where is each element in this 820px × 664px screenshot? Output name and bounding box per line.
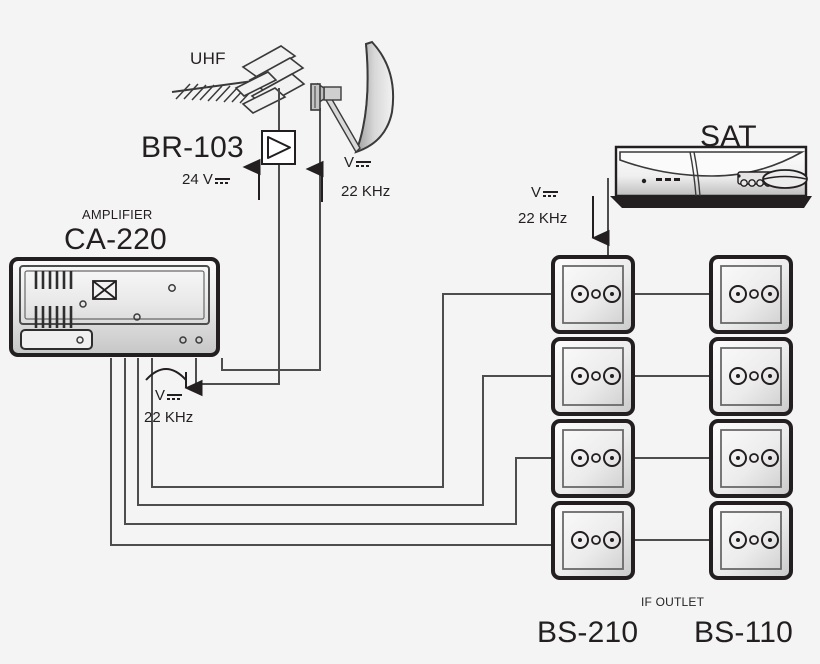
power-led (641, 178, 647, 184)
label-24v: 24 V (182, 172, 230, 187)
label-br-103: BR-103 (141, 131, 244, 164)
sat-receiver (610, 145, 812, 208)
heatsink-fins-bottom (34, 306, 73, 328)
label-bs-110: BS-110 (694, 616, 794, 649)
arc-amplifier-output (145, 368, 187, 381)
label-lnb-freq: 22 KHz (341, 183, 391, 200)
label-amp-out-freq: 22 KHz (144, 409, 194, 426)
cable-lnb-to-amplifier (221, 108, 321, 371)
outlet-bs110-row4[interactable] (709, 501, 793, 580)
offset-parabolic-dish (310, 40, 395, 154)
cable-trunk-row4 (110, 358, 552, 546)
display-oval (762, 169, 808, 189)
outlet-bs210-row3[interactable] (551, 419, 635, 498)
signal-arrows (145, 158, 610, 397)
cable-br103-to-amplifier (195, 165, 280, 385)
dc-symbol-icon (356, 160, 372, 167)
label-sat-volt-text: V (531, 184, 542, 201)
outlet-bs210-row2[interactable] (551, 337, 635, 416)
outlet-bs110-row3[interactable] (709, 419, 793, 498)
label-lnb-volt-text: V (344, 154, 355, 171)
outlet-bs110-row1[interactable] (709, 255, 793, 334)
display-dashes (656, 178, 680, 181)
label-uhf: UHF (190, 49, 226, 68)
outlet-bs210-row1[interactable] (551, 255, 635, 334)
label-bs-210: BS-210 (537, 616, 639, 649)
dc-symbol-icon (167, 393, 183, 400)
label-amp-out-volt: V (155, 387, 183, 404)
br-103-line-amplifier (261, 130, 296, 165)
ca-220-amplifier (9, 257, 220, 357)
outlet-bs110-row2[interactable] (709, 337, 793, 416)
label-24v-text: 24 V (182, 171, 213, 188)
cable-trunk-row3 (124, 358, 552, 525)
cable-harness (110, 105, 710, 546)
cable-trunk-row1 (151, 293, 552, 488)
dc-symbol-icon (543, 190, 559, 197)
outlet-bs210-row4[interactable] (551, 501, 635, 580)
label-amp-out-volt-text: V (155, 387, 166, 404)
label-sat: SAT (700, 120, 757, 153)
label-amplifier-model: CA-220 (64, 223, 167, 256)
label-amplifier-caption: AMPLIFIER (82, 207, 153, 222)
cable-trunk-row2 (137, 358, 552, 506)
uhf-yagi-antenna (171, 45, 306, 114)
label-sat-volt: V (531, 184, 559, 201)
outlet-grid (551, 255, 793, 580)
label-lnb-volt: V (344, 154, 372, 171)
dc-symbol-icon (214, 177, 230, 184)
module-symbol (92, 280, 117, 300)
label-sat-freq: 22 KHz (518, 210, 568, 227)
heatsink-fins-top (34, 271, 73, 289)
label-if-outlet: IF OUTLET (641, 595, 705, 609)
